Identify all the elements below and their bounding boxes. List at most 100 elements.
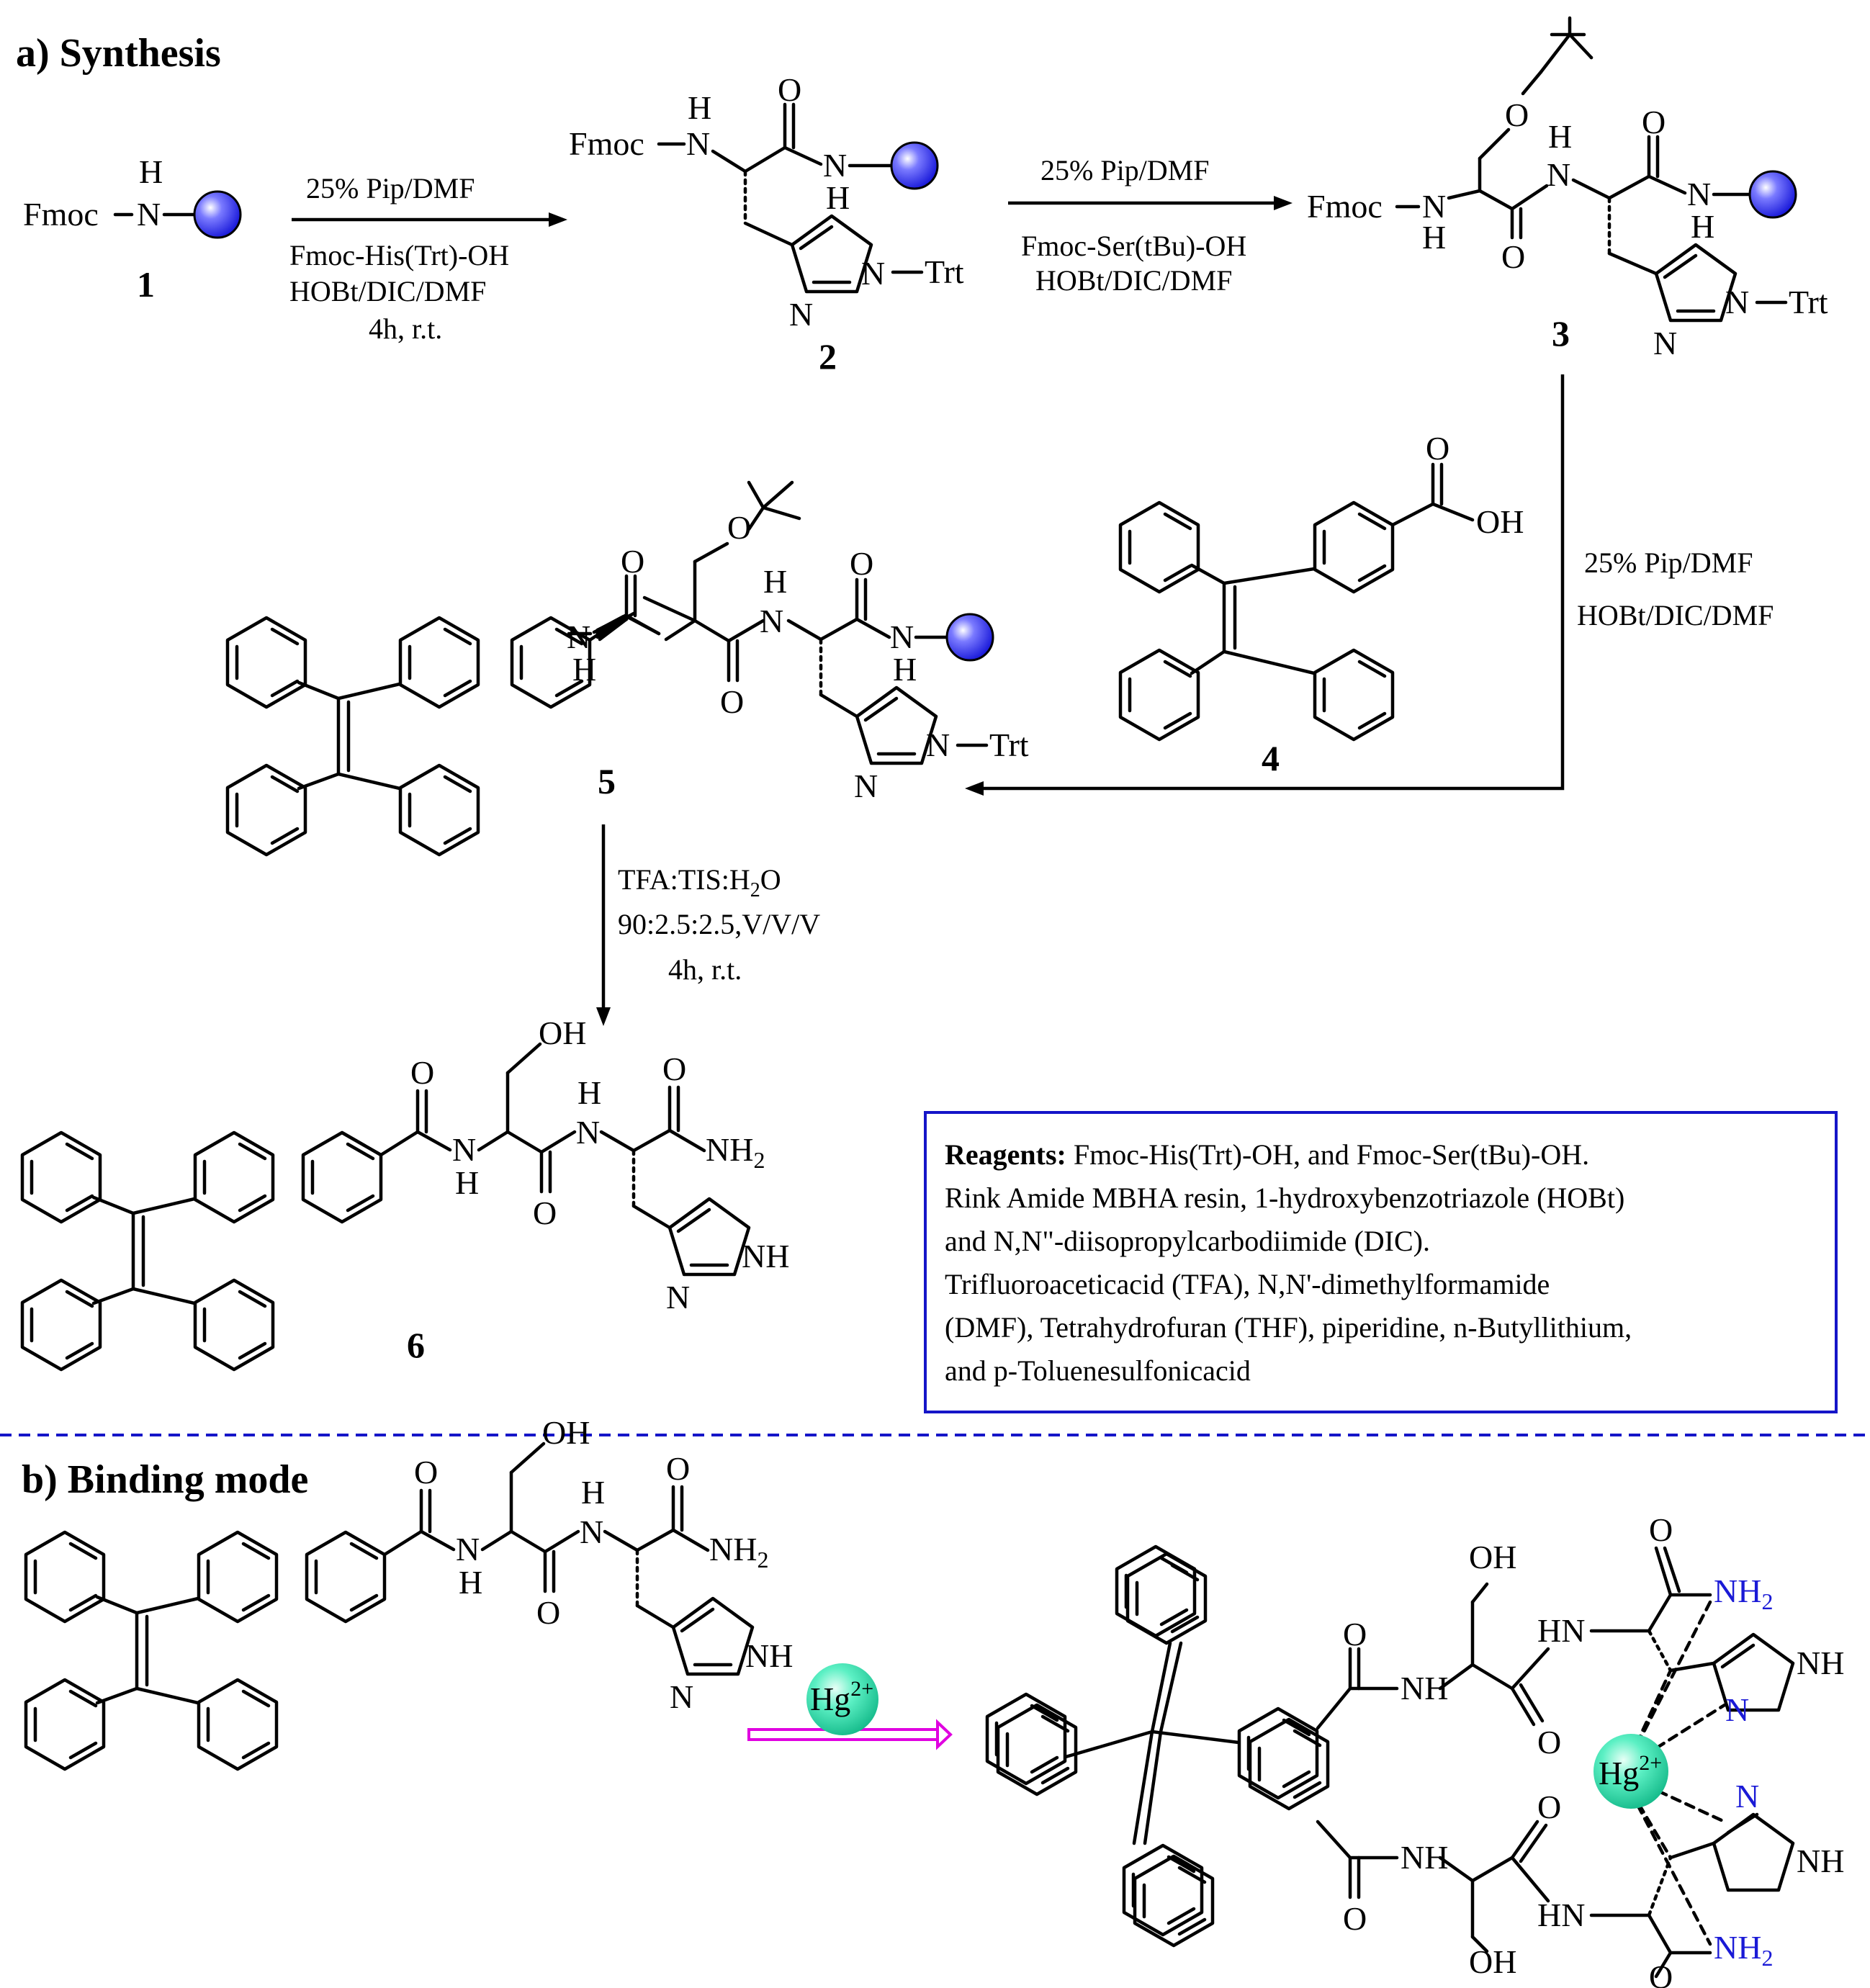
step-condition: 25% Pip/DMF xyxy=(1584,547,1753,579)
reagents-line: (DMF), Tetrahydrofuran (THF), piperidine… xyxy=(945,1311,1632,1344)
atom-label: Trt xyxy=(1789,284,1828,320)
atom-label: N xyxy=(1725,1691,1749,1728)
compound-number: 5 xyxy=(598,761,616,801)
atom-label: O xyxy=(720,683,744,720)
atom-label: N xyxy=(576,1114,600,1151)
binding-arrow: Hg2+ xyxy=(747,1663,953,1750)
atom-label: NH2 xyxy=(1714,1573,1773,1614)
atom-label: O xyxy=(1649,1958,1673,1988)
atom-label: N xyxy=(1725,284,1749,320)
mercury-complex xyxy=(987,1547,1795,1979)
atom-label: N xyxy=(1547,156,1570,193)
atom-label: NH2 xyxy=(709,1531,768,1573)
atom-label: NH xyxy=(1401,1839,1448,1876)
step-condition: 25% Pip/DMF xyxy=(306,172,475,204)
compound-1: Fmoc N H 1 xyxy=(23,153,242,305)
atom-label: N xyxy=(823,147,847,184)
atom-label: OH xyxy=(539,1015,586,1051)
compound-3: O Fmoc N H O N H O N H N N Trt 3 xyxy=(1307,16,1828,361)
atom-label: O xyxy=(1343,1900,1367,1937)
atom-label: O xyxy=(1501,238,1525,275)
atom-label: O xyxy=(1537,1724,1561,1760)
atom-label: N xyxy=(854,768,878,804)
atom-label: N xyxy=(890,619,914,655)
compound-number: 3 xyxy=(1552,313,1570,354)
atom-label: N xyxy=(137,196,161,233)
step-condition: 90:2.5:2.5,V/V/V xyxy=(618,908,820,940)
step-3: 25% Pip/DMF HOBt/DIC/DMF xyxy=(965,374,1774,796)
atom-label: H xyxy=(893,651,917,688)
ion-label: Hg2+ xyxy=(810,1677,873,1717)
resin-bead-icon xyxy=(193,190,242,239)
atom-label: OH xyxy=(542,1414,590,1451)
reagents-line: Reagents: Fmoc-His(Trt)-OH, and Fmoc-Ser… xyxy=(945,1138,1589,1171)
atom-label: Fmoc xyxy=(23,196,99,233)
atom-label: H xyxy=(688,89,711,126)
resin-bead-icon xyxy=(1748,170,1797,219)
step-condition: 25% Pip/DMF xyxy=(1040,154,1210,186)
atom-label: N xyxy=(861,255,885,292)
atom-label: N xyxy=(456,1531,480,1568)
atom-label: Fmoc xyxy=(1307,188,1383,225)
atom-label: NH2 xyxy=(706,1131,765,1173)
atom-label: N xyxy=(789,296,813,333)
section-a-title: a) Synthesis xyxy=(16,31,221,76)
atom-label: N xyxy=(1653,325,1677,361)
atom-label: O xyxy=(778,71,801,108)
atom-label: O xyxy=(533,1195,557,1231)
step-condition: 4h, r.t. xyxy=(668,953,742,986)
step-condition: HOBt/DIC/DMF xyxy=(1577,599,1774,631)
atom-label: NH xyxy=(1797,1843,1844,1879)
atom-label: N xyxy=(760,603,783,639)
compound-5-backbone xyxy=(623,480,989,765)
atom-label: HN xyxy=(1537,1897,1585,1933)
reagents-line: and p-Toluenesulfonicacid xyxy=(945,1354,1251,1387)
compound-number: 6 xyxy=(407,1325,425,1365)
step-2: 25% Pip/DMF Fmoc-Ser(tBu)-OH HOBt/DIC/DM… xyxy=(1008,154,1293,297)
mercury-ion-icon xyxy=(806,1663,878,1735)
atom-label: O xyxy=(727,509,751,546)
atom-label: N xyxy=(666,1279,690,1315)
atom-label: O xyxy=(536,1594,560,1631)
compound-2: Fmoc N H O N H N N Trt 2 xyxy=(569,71,964,377)
atom-label: NH xyxy=(745,1637,793,1674)
atom-label: H xyxy=(581,1474,605,1511)
atom-label: N xyxy=(926,727,950,763)
atom-label: NH2 xyxy=(1714,1929,1773,1971)
atom-label: OH xyxy=(1476,503,1524,540)
atom-label: O xyxy=(410,1054,434,1091)
section-b-title: b) Binding mode xyxy=(22,1457,308,1502)
step-condition: 4h, r.t. xyxy=(369,312,442,345)
compound-number: 2 xyxy=(819,336,837,377)
atom-label: NH xyxy=(742,1238,789,1274)
reagents-line: Rink Amide MBHA resin, 1-hydroxybenzotri… xyxy=(945,1182,1624,1214)
atom-label: H xyxy=(459,1564,482,1601)
atom-label: H xyxy=(1422,219,1446,256)
atom-label: Trt xyxy=(989,727,1029,763)
step-condition: HOBt/DIC/DMF xyxy=(1035,264,1232,297)
atom-label: NH xyxy=(1401,1670,1448,1706)
compound-4: O OH 4 xyxy=(1120,430,1524,778)
step-1: 25% Pip/DMF Fmoc-His(Trt)-OH HOBt/DIC/DM… xyxy=(289,172,567,345)
step-condition: Fmoc-Ser(tBu)-OH xyxy=(1021,230,1246,262)
resin-bead-icon xyxy=(890,141,939,190)
atom-label: Trt xyxy=(925,253,964,290)
atom-label: O xyxy=(1642,104,1666,140)
atom-label: O xyxy=(850,545,873,582)
step-condition: Fmoc-His(Trt)-OH xyxy=(289,239,509,271)
atom-label: H xyxy=(1691,208,1714,245)
atom-label: OH xyxy=(1469,1943,1516,1980)
free-ligand: OH O N H N H O O NH2 NH N xyxy=(26,1414,793,1769)
atom-label: Fmoc xyxy=(569,125,644,162)
atom-label: N xyxy=(452,1131,476,1168)
atom-label: O xyxy=(1537,1789,1561,1825)
atom-label: N xyxy=(567,619,590,655)
atom-label: O xyxy=(621,543,644,580)
compound-number: 1 xyxy=(137,264,155,305)
reagents-line: and N,N"-diisopropylcarbodiimide (DIC). xyxy=(945,1225,1430,1257)
atom-label: O xyxy=(1426,430,1449,467)
step-condition: TFA:TIS:H2O xyxy=(618,863,781,901)
reagents-line: Trifluoroaceticacid (TFA), N,N'-dimethyl… xyxy=(945,1268,1550,1300)
atom-label: O xyxy=(1649,1511,1673,1548)
compound-number: 4 xyxy=(1262,738,1280,778)
